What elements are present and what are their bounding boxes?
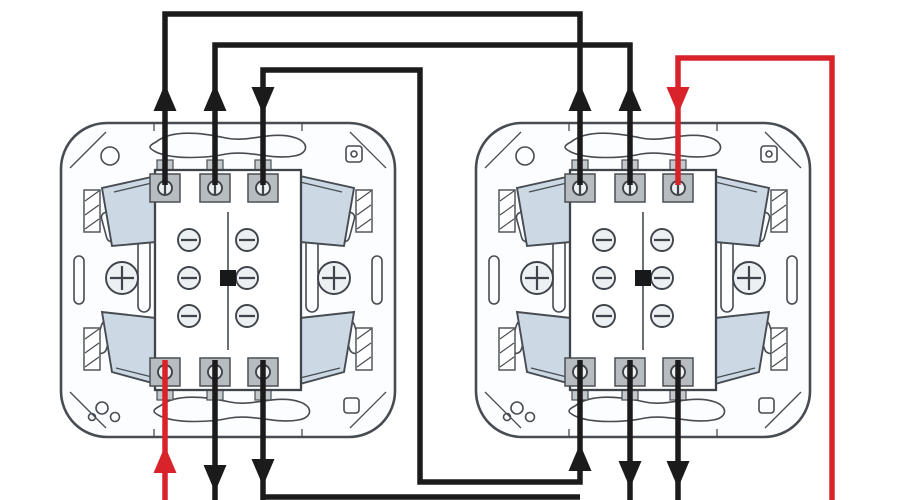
wire-arrow-up (618, 84, 642, 111)
wire-arrow-down (618, 461, 642, 488)
wire-arrow-up (568, 84, 592, 111)
wire-arrow-up (568, 444, 592, 471)
wire-arrow-up (153, 446, 177, 473)
wire-phase-feed-right (675, 55, 835, 500)
arrow-layer (153, 84, 690, 492)
left-switch-mechanism (59, 121, 397, 439)
wire-arrow-up (203, 84, 227, 111)
wire-top-link-inner (212, 42, 633, 185)
wire-arrow-down (666, 461, 690, 488)
switch-layer (59, 121, 812, 439)
wire-arrow-down (666, 87, 690, 114)
wire-arrow-down (251, 87, 275, 114)
wire-arrow-down (251, 459, 275, 486)
right-switch-mechanism (474, 121, 812, 439)
wire-arrow-up (153, 84, 177, 111)
wire-arrow-down (203, 465, 227, 492)
